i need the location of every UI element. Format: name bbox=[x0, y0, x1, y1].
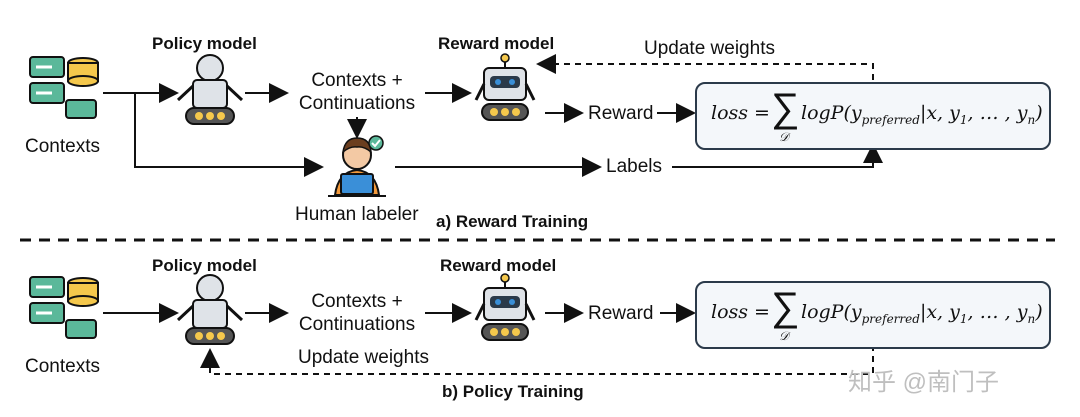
loss-rhs: logP(ypreferred|x, y1, … , yn) bbox=[801, 102, 1043, 127]
line-contexts-to-labeler bbox=[134, 93, 324, 177]
reward-label: Reward bbox=[588, 103, 654, 124]
continuations-label-line2: Continuations bbox=[298, 93, 416, 114]
policy-robot-icon-b bbox=[176, 274, 244, 345]
continuations-label-line1-b: Contexts + bbox=[311, 291, 403, 312]
loss-rhs-b: logP(ypreferred|x, y1, … , yn) bbox=[801, 301, 1043, 326]
policy-model-title-b: Policy model bbox=[152, 256, 257, 275]
continuations-label-line1: Contexts + bbox=[311, 70, 403, 91]
human-labeler-label: Human labeler bbox=[295, 204, 419, 225]
caption-reward-training: a) Reward Training bbox=[436, 212, 589, 231]
contexts-label-b: Contexts bbox=[25, 356, 100, 377]
dashed-update-weights-bottom bbox=[200, 345, 874, 375]
labels-label: Labels bbox=[606, 156, 662, 177]
line-labels-to-loss bbox=[672, 143, 883, 168]
update-weights-label-b: Update weights bbox=[298, 347, 429, 368]
server-database-icon bbox=[29, 56, 99, 119]
update-weights-label: Update weights bbox=[644, 38, 775, 59]
reward-model-title-b: Reward model bbox=[440, 256, 557, 275]
contexts-label: Contexts bbox=[25, 136, 100, 157]
policy-robot-icon bbox=[176, 54, 244, 125]
reward-label-b: Reward bbox=[588, 303, 654, 324]
loss-lhs: loss = bbox=[711, 102, 770, 124]
reward-model-title: Reward model bbox=[438, 34, 555, 53]
sum-subscript-b: 𝒟 bbox=[779, 329, 789, 343]
loss-box: loss = ∑ 𝒟 logP(ypreferred|x, y1, … , yn… bbox=[695, 82, 1051, 150]
continuations-label-line2-b: Continuations bbox=[298, 314, 416, 335]
dashed-update-weights-top bbox=[536, 54, 874, 80]
server-database-icon-b bbox=[29, 276, 99, 339]
human-labeler-icon bbox=[328, 135, 386, 197]
sum-symbol: ∑ bbox=[771, 86, 800, 130]
caption-policy-training: b) Policy Training bbox=[442, 382, 584, 401]
loss-lhs-b: loss = bbox=[711, 301, 770, 323]
sum-symbol-b: ∑ bbox=[771, 285, 800, 329]
loss-box-b: loss = ∑ 𝒟 logP(ypreferred|x, y1, … , yn… bbox=[695, 281, 1051, 349]
watermark: 知乎 @南门子 bbox=[848, 369, 1000, 396]
sum-subscript: 𝒟 bbox=[779, 130, 789, 144]
reward-robot-icon bbox=[474, 53, 536, 121]
reward-robot-icon-b bbox=[474, 273, 536, 341]
policy-model-title: Policy model bbox=[152, 34, 257, 53]
